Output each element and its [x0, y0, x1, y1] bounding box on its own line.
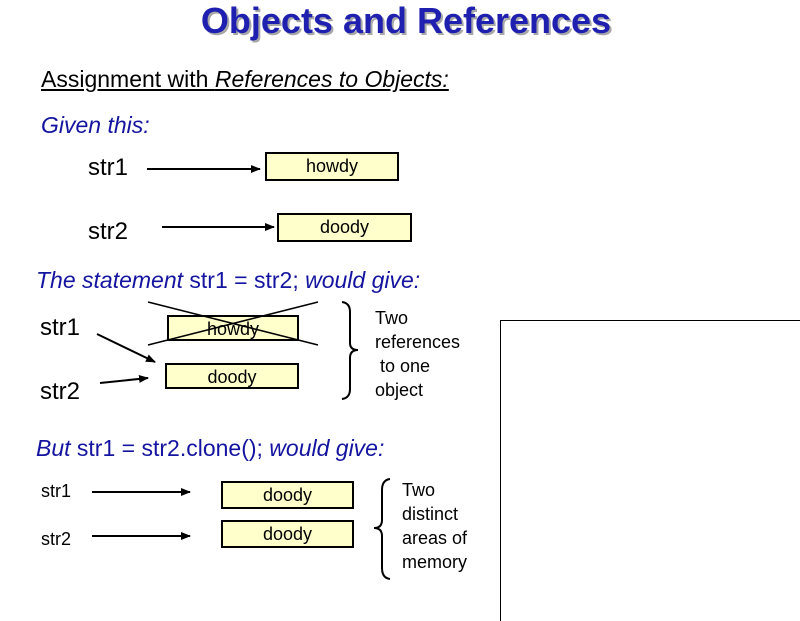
statement-code: str1 = str2;	[189, 267, 299, 293]
clone-pre: But	[36, 435, 77, 461]
section2-var-str1: str1	[40, 314, 81, 341]
subtitle-italic: References to Objects:	[214, 66, 449, 92]
section2-var-str2: str2	[40, 378, 81, 405]
statement-heading: The statement str1 = str2; would give:	[36, 267, 420, 294]
clone-heading: But str1 = str2.clone(); would give:	[36, 435, 384, 462]
subtitle: Assignment with References to Objects:	[41, 66, 449, 93]
section3-var-str1: str1	[41, 481, 72, 501]
strike-line-2	[147, 301, 319, 346]
brace-section2	[341, 301, 359, 400]
arrow-str1-to-doody	[96, 333, 156, 363]
section1-box-doody: doody	[277, 213, 412, 242]
given-heading: Given this:	[41, 112, 150, 138]
brace-section3	[373, 478, 391, 580]
section2-box-howdy: howdy	[167, 315, 299, 341]
statement-post: would give:	[298, 267, 421, 293]
section2-note: Two references to one object	[375, 308, 461, 400]
section3-note: Two distinct areas of memory	[402, 480, 468, 572]
diagram-lines	[92, 165, 391, 580]
section3-var-str2: str2	[41, 529, 72, 549]
arrow-str2-to-doody	[99, 374, 149, 384]
section3-box-doody-1: doody	[221, 481, 354, 509]
page-title: Objects and References	[200, 0, 612, 41]
clone-post: would give:	[262, 435, 385, 461]
section3-box-doody-2: doody	[221, 520, 354, 548]
blank-panel	[500, 320, 800, 621]
clone-code: str1 = str2.clone();	[76, 435, 263, 461]
statement-pre: The statement	[36, 267, 190, 293]
section2-box-doody: doody	[165, 363, 299, 389]
subtitle-plain: Assignment with	[41, 66, 215, 92]
section1-var-str1: str1	[88, 154, 129, 181]
section1-var-str2: str2	[88, 218, 129, 245]
section1-box-howdy: howdy	[265, 152, 399, 181]
